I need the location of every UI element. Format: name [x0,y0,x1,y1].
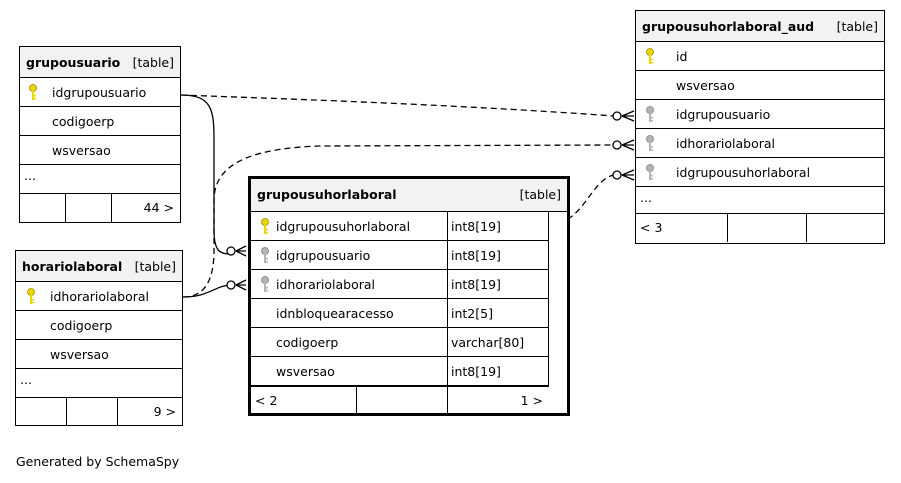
column-type: int8[19] [451,219,501,234]
parents-count[interactable]: < 2 [255,393,278,408]
more-columns-ellipsis: ... [640,190,652,205]
table-grupousuhorlaboral[interactable]: grupousuhorlaboral [table] idgrupousuhor… [248,176,570,416]
column-type: int8[19] [451,248,501,263]
table-name: grupousuhorlaboral [257,187,397,202]
column-name: id [676,49,688,64]
column-name: codigoerp [50,318,113,333]
foreign-key-icon [261,247,269,263]
table-horariolaboral[interactable]: horariolaboral [table] idhorariolaboral … [15,250,183,426]
column-name: idhorariolaboral [276,277,376,292]
column-row: wsversao [20,136,180,165]
parents-count[interactable]: < 3 [640,220,663,235]
column-row: idgrupousuhorlaboral [636,158,884,187]
table-footer: < 3 [636,214,884,242]
table-kind: [table] [836,19,878,34]
more-columns-row: ... [636,187,884,214]
table-footer: < 2 1 > [251,386,549,414]
column-row: codigoerp [20,107,180,136]
column-name: wsversao [50,347,109,362]
table-header: grupousuhorlaboral_aud [table] [636,11,884,42]
children-count[interactable]: 44 > [143,200,174,215]
column-row: idhorariolaboral [636,129,884,158]
column-name: idgrupousuhorlaboral [276,219,411,234]
table-name: horariolaboral [22,259,123,274]
column-name: idgrupousuario [52,85,147,100]
column-row: idgrupousuhorlaboral int8[19] [251,212,549,241]
column-row: idhorariolaboral [16,282,182,311]
column-row: id [636,42,884,71]
table-header: grupousuhorlaboral [table] [251,179,567,212]
column-type: int8[19] [451,364,501,379]
column-name: wsversao [676,78,735,93]
foreign-key-icon [646,164,654,180]
column-row: idnbloquearacesso int2[5] [251,299,549,328]
table-kind: [table] [134,259,176,274]
key-icon [27,288,35,304]
key-icon [646,48,654,64]
table-kind: [table] [132,55,174,70]
column-name: idhorariolaboral [676,136,776,151]
table-name: grupousuario [26,55,121,70]
more-columns-ellipsis: ... [24,168,36,183]
table-kind: [table] [519,187,561,202]
foreign-key-icon [646,135,654,151]
column-name: idgrupousuhorlaboral [676,165,811,180]
column-row: idgrupousuario [20,78,180,107]
column-row: wsversao [636,71,884,100]
column-type: int8[19] [451,277,501,292]
foreign-key-icon [261,276,269,292]
table-grupousuario[interactable]: grupousuario [table] idgrupousuario codi… [19,46,181,223]
key-icon [261,218,269,234]
table-header: horariolaboral [table] [16,251,182,282]
relationship-grupousuario-to-grupousuhorlaboral [180,94,233,255]
column-name: codigoerp [52,114,115,129]
relationship-grupousuario-to-aud [180,94,615,117]
column-type: varchar[80] [451,335,525,350]
relationship-horariolaboral-to-grupousuhorlaboral [182,284,233,298]
column-name: wsversao [52,143,111,158]
table-footer: 9 > [16,398,182,426]
key-icon [29,84,37,100]
column-name: idgrupousuario [676,107,771,122]
column-row: idgrupousuario [636,100,884,129]
column-row: idgrupousuario int8[19] [251,241,549,270]
table-grupousuhorlaboral-aud[interactable]: grupousuhorlaboral_aud [table] id wsvers… [635,10,885,244]
crows-foot-marker [226,110,635,291]
column-name: idnbloquearacesso [276,306,394,321]
children-count[interactable]: 1 > [520,393,543,408]
more-columns-ellipsis: ... [20,372,32,387]
generated-by-label: Generated by SchemaSpy [16,454,180,469]
column-row: idhorariolaboral int8[19] [251,270,549,299]
column-type: int2[5] [451,306,493,321]
table-name: grupousuhorlaboral_aud [642,19,815,34]
children-count[interactable]: 9 > [153,404,176,419]
column-name: idgrupousuario [276,248,371,263]
column-row: wsversao int8[19] [251,357,549,386]
column-row: codigoerp varchar[80] [251,328,549,357]
column-row: wsversao [16,340,182,369]
relationship-horariolaboral-to-aud [182,144,615,298]
column-name: codigoerp [276,335,339,350]
more-columns-row: ... [20,165,180,194]
table-header: grupousuario [table] [20,47,180,78]
column-name: idhorariolaboral [50,289,150,304]
table-footer: 44 > [20,194,180,222]
more-columns-row: ... [16,369,182,398]
column-row: codigoerp [16,311,182,340]
column-name: wsversao [276,364,335,379]
foreign-key-icon [646,106,654,122]
